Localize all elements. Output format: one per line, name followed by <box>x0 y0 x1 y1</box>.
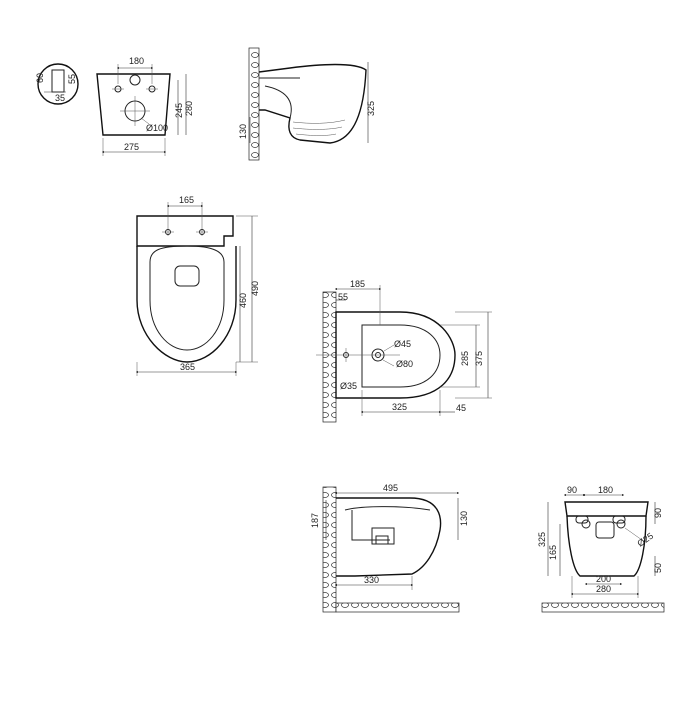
detail-view: 60 55 35 <box>35 63 79 105</box>
dim-90: 90 <box>567 485 577 495</box>
side-view-small: 130 325 <box>238 47 376 161</box>
dim-dia100: Ø100 <box>146 123 168 133</box>
dim-165: 165 <box>548 545 558 560</box>
bidet-plan-view: Ø45 Ø80 185 55 Ø35 285 375 325 45 <box>316 279 492 423</box>
dim-55: 55 <box>338 292 348 302</box>
dim-495: 495 <box>383 483 398 493</box>
bidet-front-view: 90 180 90 325 165 Ø25 50 200 280 <box>537 485 665 613</box>
dim-55: 55 <box>67 74 77 84</box>
dim-180: 180 <box>598 485 613 495</box>
dim-187: 187 <box>310 513 320 528</box>
dim-375: 375 <box>474 351 484 366</box>
plan-view: 165 460 490 365 <box>135 195 260 376</box>
dim-35: 35 <box>55 93 65 103</box>
front-view-small: 180 Ø100 245 280 275 <box>96 56 194 156</box>
dim-275: 275 <box>124 142 139 152</box>
dim-330: 330 <box>364 575 379 585</box>
dim-165: 165 <box>179 195 194 205</box>
dim-180: 180 <box>129 56 144 66</box>
dim-200: 200 <box>596 574 611 584</box>
dim-dia25: Ø25 <box>635 531 655 549</box>
dim-90-right: 90 <box>653 508 663 518</box>
dim-130: 130 <box>238 124 248 139</box>
dim-dia80: Ø80 <box>396 359 413 369</box>
dim-280: 280 <box>596 584 611 594</box>
dim-245: 245 <box>174 103 184 118</box>
dim-325: 325 <box>537 532 547 547</box>
dim-460: 460 <box>238 293 248 308</box>
dim-50: 50 <box>653 563 663 573</box>
dim-45: 45 <box>456 403 466 413</box>
dim-325: 325 <box>392 402 407 412</box>
dim-dia35: Ø35 <box>340 381 357 391</box>
dim-185: 185 <box>350 279 365 289</box>
dim-325: 325 <box>366 101 376 116</box>
dim-285: 285 <box>460 351 470 366</box>
dim-280: 280 <box>184 101 194 116</box>
dim-dia45: Ø45 <box>394 339 411 349</box>
dim-490: 490 <box>250 281 260 296</box>
bidet-side-view: 495 187 130 330 <box>310 483 469 613</box>
dim-365: 365 <box>180 362 195 372</box>
dim-60: 60 <box>35 73 45 83</box>
dim-130: 130 <box>459 511 469 526</box>
